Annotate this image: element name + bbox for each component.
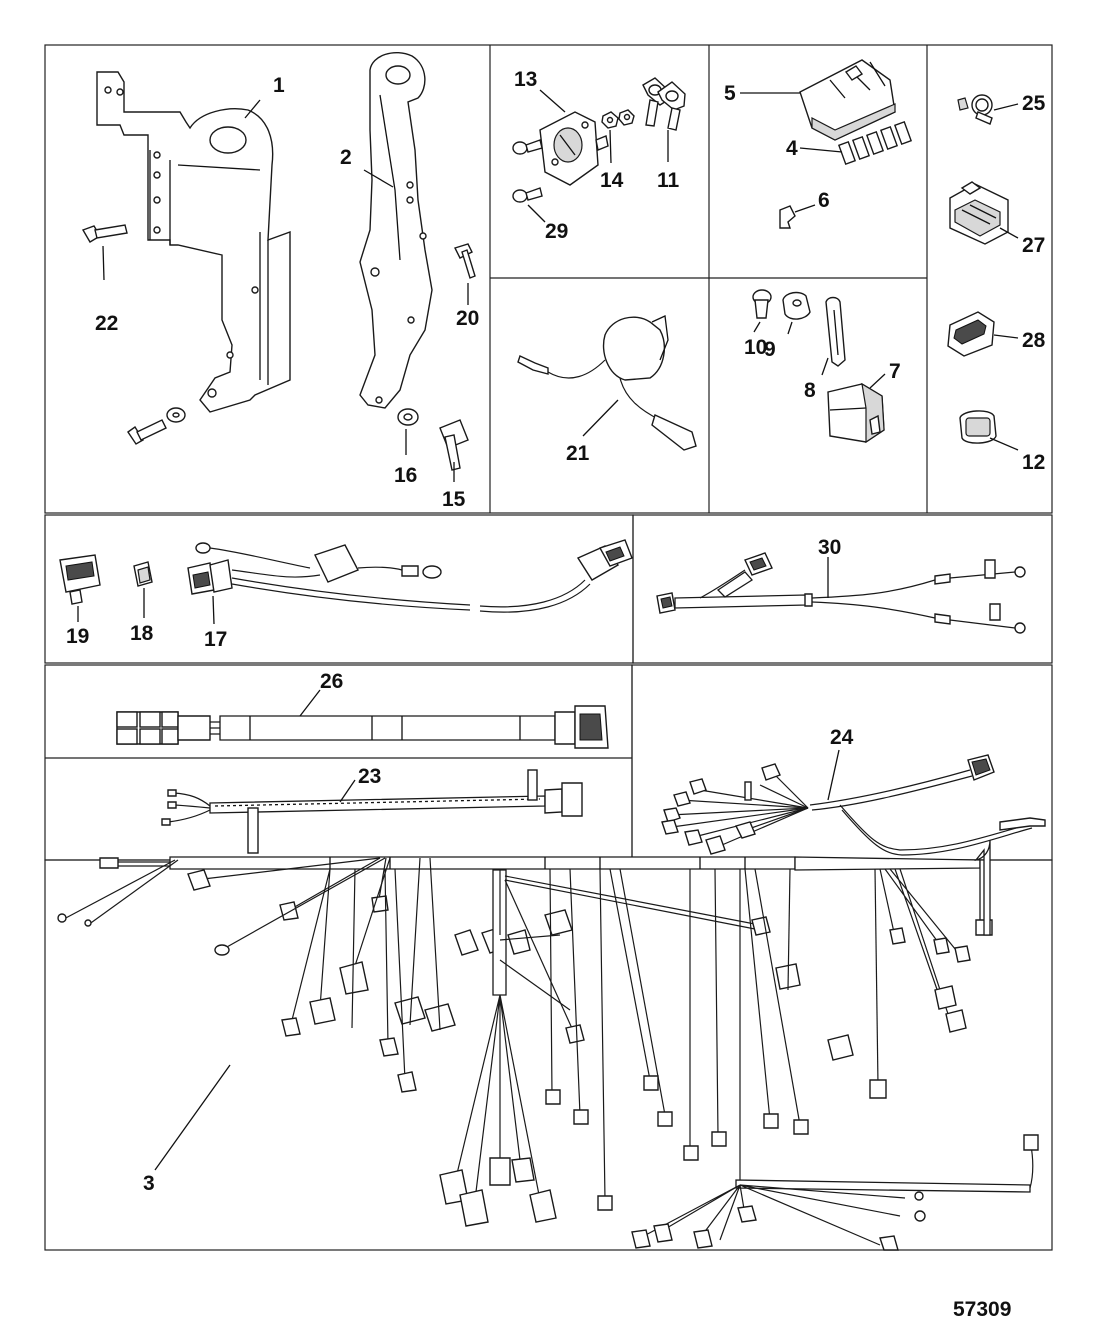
- washer-16: [397, 408, 419, 455]
- sensor-21: [517, 315, 697, 451]
- clip-8: [821, 296, 846, 376]
- leader-7: [869, 373, 886, 389]
- grommet-10: [752, 289, 772, 333]
- clip-6: [779, 204, 816, 229]
- leader-1: [244, 99, 261, 119]
- harness-30: [656, 552, 1026, 634]
- connector-12: [959, 410, 1019, 451]
- callout-16: 16: [394, 464, 417, 487]
- harness-23: [161, 769, 583, 854]
- bolt-20: [454, 243, 476, 305]
- circuit-breaker-13: [539, 111, 609, 186]
- callout-14: 14: [600, 169, 624, 192]
- harness-24: [661, 749, 1046, 856]
- callout-2: 2: [340, 146, 352, 169]
- figure-number: 57309: [953, 1298, 1011, 1321]
- leader-13: [539, 89, 566, 113]
- callout-4: 4: [786, 137, 798, 160]
- callout-27: 27: [1022, 234, 1045, 257]
- callout-20: 20: [456, 307, 479, 330]
- callout-29: 29: [545, 220, 568, 243]
- callout-18: 18: [130, 622, 154, 645]
- callout-1: 1: [273, 74, 285, 97]
- callout-15: 15: [442, 488, 466, 511]
- callout-12: 12: [1022, 451, 1045, 474]
- callout-5: 5: [724, 82, 736, 105]
- callout-28: 28: [1022, 329, 1046, 352]
- bolt-15: [439, 419, 469, 482]
- callout-23: 23: [358, 765, 381, 788]
- engine-harness-3: [57, 839, 1039, 1251]
- callout-17: 17: [204, 628, 227, 651]
- callout-6: 6: [818, 189, 830, 212]
- bolt-22: [81, 224, 128, 281]
- fuse-18: [133, 561, 153, 618]
- harness-17: [187, 539, 633, 625]
- clamp-25: [957, 94, 1019, 125]
- switch-19: [59, 554, 101, 622]
- screw-29: [512, 187, 546, 223]
- callout-21: 21: [566, 442, 590, 465]
- callout-22: 22: [95, 312, 118, 335]
- callout-24: 24: [830, 726, 854, 749]
- nuts-14: [601, 109, 635, 164]
- fuses-4: [837, 120, 913, 166]
- screw-upper: [512, 139, 543, 155]
- grommet-9: [782, 291, 811, 335]
- callout-19: 19: [66, 625, 89, 648]
- connector-28: [947, 311, 1019, 357]
- callout-30: 30: [818, 536, 841, 559]
- leader-4: [799, 147, 843, 153]
- fuse-box-5: [799, 59, 896, 141]
- callout-10: 10: [744, 336, 767, 359]
- callout-3: 3: [143, 1172, 155, 1195]
- leader-21: [582, 399, 619, 437]
- callout-11: 11: [657, 169, 680, 192]
- callout-7: 7: [889, 360, 901, 383]
- leader-2: [363, 169, 394, 188]
- callout-8: 8: [804, 379, 816, 402]
- bracket-2: [359, 52, 433, 409]
- relay-7: [827, 382, 885, 444]
- bolt-and-washer-lower-left: [127, 407, 186, 445]
- terminal-11: [642, 77, 686, 162]
- callout-13: 13: [514, 68, 537, 91]
- harness-26: [116, 689, 609, 749]
- callout-9: 9: [764, 338, 776, 361]
- callout-25: 25: [1022, 92, 1046, 115]
- callout-26: 26: [320, 670, 343, 693]
- connector-27: [949, 181, 1019, 245]
- bracket-1: [96, 71, 291, 413]
